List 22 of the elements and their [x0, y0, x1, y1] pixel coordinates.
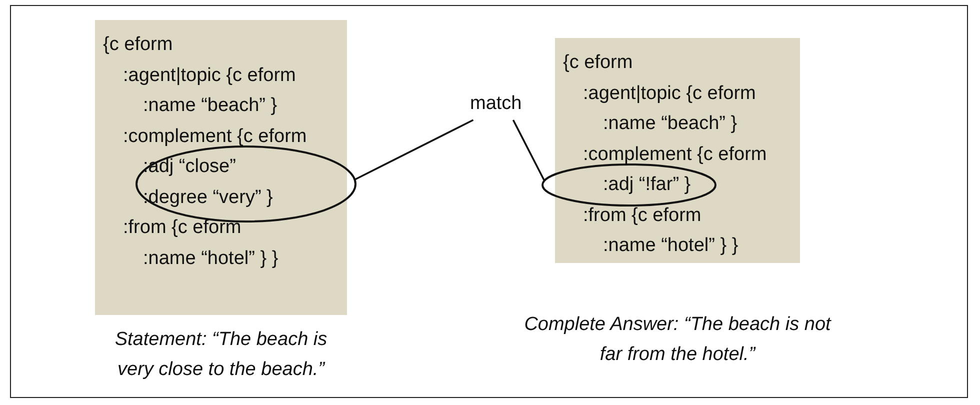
- code-line: :adj “!far” }: [603, 173, 691, 197]
- code-line: :complement {c eform: [583, 142, 767, 166]
- node-label: Statement: “The beach is very close to the beach.”: [114, 328, 328, 382]
- node-label: Complete Answer: “The beach is not far from the hotel.”: [523, 313, 832, 367]
- edge-label: match: [470, 92, 540, 116]
- code-line: :name “beach” }: [143, 94, 278, 118]
- connector-line: [512, 120, 545, 180]
- code-line: :name “hotel” } }: [143, 246, 278, 270]
- code-line: :complement {c eform: [123, 124, 307, 148]
- code-line: :agent|topic {c eform: [583, 82, 756, 106]
- connector-line: [354, 119, 474, 181]
- code-line: :name “hotel” } }: [603, 234, 738, 258]
- code-line: :adj “close”: [143, 155, 236, 179]
- code-line: {c eform: [103, 33, 173, 57]
- code-line: :agent|topic {c eform: [123, 64, 296, 88]
- code-line: :name “beach” }: [603, 112, 738, 136]
- code-line: {c eform: [563, 51, 633, 75]
- code-panel: [555, 38, 800, 263]
- code-line: :from {c eform: [583, 204, 702, 228]
- code-line: :from {c eform: [123, 216, 242, 240]
- code-line: :degree “very” }: [143, 186, 273, 210]
- code-panel: [95, 20, 347, 315]
